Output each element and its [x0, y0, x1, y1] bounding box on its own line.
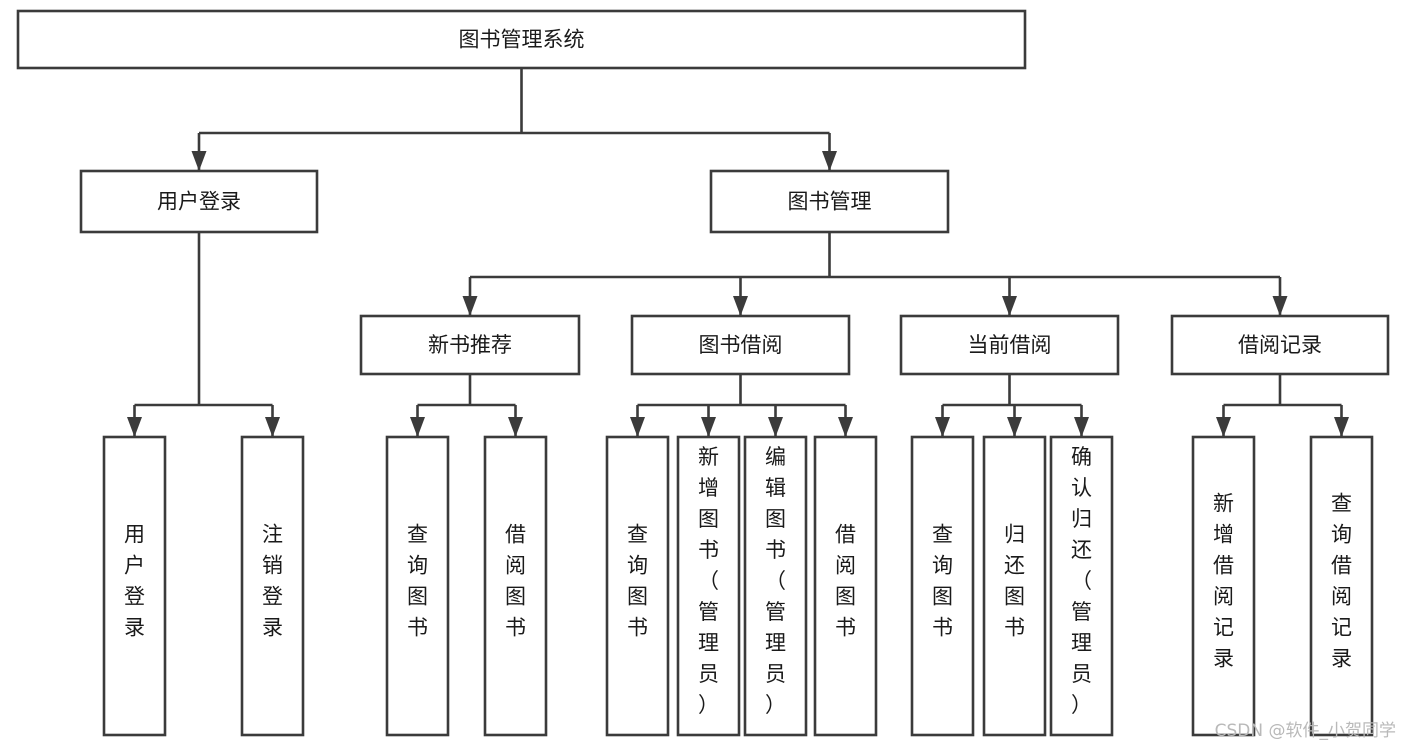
node-label-root: 图书管理系统: [459, 28, 585, 52]
node-box-leaf-confirm-return: [1049, 435, 1114, 737]
node-box-leaf-query-record: [1309, 435, 1374, 737]
conn-book-borrow-arrow-3: [838, 417, 853, 437]
conn-current-borrow-arrow-2: [1074, 417, 1089, 437]
node-box-book-manage: [709, 169, 950, 234]
node-label-leaf-logout: 注销登录: [262, 523, 283, 640]
conn-borrow-record-arrow-1: [1334, 417, 1349, 437]
node-label-leaf-add-record: 新增借阅记录: [1213, 492, 1234, 671]
node-leaf-add-record[interactable]: 新增借阅记录: [1191, 435, 1256, 737]
node-box-leaf-add-record: [1191, 435, 1256, 737]
node-label-user-login: 用户登录: [157, 190, 241, 214]
conn-current-borrow-arrow-1: [1007, 417, 1022, 437]
node-borrow-record[interactable]: 借阅记录: [1170, 314, 1390, 376]
conn-book-manage-arrow-3: [1272, 296, 1288, 316]
conn-root-arrow-0: [191, 151, 207, 171]
node-box-leaf-edit-book: [743, 435, 808, 737]
conn-new-book-recommend-arrow-1: [508, 417, 523, 437]
node-leaf-borrow-book-1[interactable]: 借阅图书: [483, 435, 548, 737]
node-box-leaf-logout: [240, 435, 305, 737]
conn-book-manage-arrow-0: [462, 296, 478, 316]
node-box-borrow-record: [1170, 314, 1390, 376]
node-book-borrow[interactable]: 图书借阅: [630, 314, 851, 376]
node-leaf-query-book-2[interactable]: 查询图书: [605, 435, 670, 737]
node-box-new-book-recommend: [359, 314, 581, 376]
conn-current-borrow-arrow-0: [935, 417, 950, 437]
conn-user-login-arrow-1: [265, 417, 280, 437]
node-box-root: [16, 9, 1027, 70]
node-current-borrow[interactable]: 当前借阅: [899, 314, 1120, 376]
nodes-layer: 图书管理系统用户登录图书管理新书推荐图书借阅当前借阅借阅记录用户登录注销登录查询…: [16, 9, 1390, 737]
node-label-leaf-query-record: 查询借阅记录: [1331, 492, 1352, 671]
node-box-current-borrow: [899, 314, 1120, 376]
node-user-login[interactable]: 用户登录: [79, 169, 319, 234]
conn-root-arrow-1: [822, 151, 837, 171]
node-label-book-borrow: 图书借阅: [699, 333, 783, 357]
node-book-manage[interactable]: 图书管理: [709, 169, 950, 234]
conn-borrow-record-arrow-0: [1216, 417, 1231, 437]
node-box-book-borrow: [630, 314, 851, 376]
conn-book-manage-arrow-1: [733, 296, 748, 316]
node-leaf-return-book[interactable]: 归还图书: [982, 435, 1047, 737]
node-label-leaf-borrow-book-2: 借阅图书: [835, 523, 856, 640]
node-box-leaf-return-book: [982, 435, 1047, 737]
node-label-leaf-query-book-3: 查询图书: [932, 523, 953, 640]
node-label-leaf-confirm-return: 确认归还（管理员）: [1071, 445, 1092, 717]
connectors-layer: [127, 68, 1349, 437]
node-leaf-query-book-3[interactable]: 查询图书: [910, 435, 975, 737]
conn-user-login-arrow-0: [127, 417, 142, 437]
node-label-leaf-user-login: 用户登录: [124, 523, 145, 640]
node-label-leaf-query-book-2: 查询图书: [627, 523, 648, 640]
node-label-current-borrow: 当前借阅: [968, 333, 1052, 357]
node-label-book-manage: 图书管理: [788, 190, 872, 214]
conn-book-borrow-arrow-1: [701, 417, 716, 437]
node-box-user-login: [79, 169, 319, 234]
node-leaf-borrow-book-2[interactable]: 借阅图书: [813, 435, 878, 737]
node-leaf-user-login[interactable]: 用户登录: [102, 435, 167, 737]
node-label-leaf-borrow-book-1: 借阅图书: [505, 523, 526, 640]
node-leaf-confirm-return[interactable]: 确认归还（管理员）: [1049, 435, 1114, 737]
conn-new-book-recommend-arrow-0: [410, 417, 425, 437]
node-label-leaf-query-book-1: 查询图书: [407, 523, 428, 640]
conn-book-manage-arrow-2: [1002, 296, 1017, 316]
node-label-leaf-edit-book: 编辑图书（管理员）: [765, 445, 786, 717]
node-label-new-book-recommend: 新书推荐: [428, 333, 512, 357]
node-root[interactable]: 图书管理系统: [16, 9, 1027, 70]
node-box-leaf-borrow-book-2: [813, 435, 878, 737]
conn-book-borrow-arrow-0: [630, 417, 645, 437]
node-leaf-query-record[interactable]: 查询借阅记录: [1309, 435, 1374, 737]
node-leaf-logout[interactable]: 注销登录: [240, 435, 305, 737]
node-label-leaf-add-book: 新增图书（管理员）: [698, 445, 719, 717]
node-leaf-add-book[interactable]: 新增图书（管理员）: [676, 435, 741, 737]
csdn-watermark: CSDN @软件_小贺同学: [1215, 721, 1396, 741]
node-box-leaf-user-login: [102, 435, 167, 737]
node-leaf-edit-book[interactable]: 编辑图书（管理员）: [743, 435, 808, 737]
node-box-leaf-query-book-3: [910, 435, 975, 737]
node-box-leaf-borrow-book-1: [483, 435, 548, 737]
node-label-borrow-record: 借阅记录: [1238, 333, 1322, 357]
node-label-leaf-return-book: 归还图书: [1004, 523, 1025, 640]
conn-book-borrow-arrow-2: [768, 417, 783, 437]
node-leaf-query-book-1[interactable]: 查询图书: [385, 435, 450, 737]
node-box-leaf-query-book-2: [605, 435, 670, 737]
node-box-leaf-add-book: [676, 435, 741, 737]
node-new-book-recommend[interactable]: 新书推荐: [359, 314, 581, 376]
node-box-leaf-query-book-1: [385, 435, 450, 737]
